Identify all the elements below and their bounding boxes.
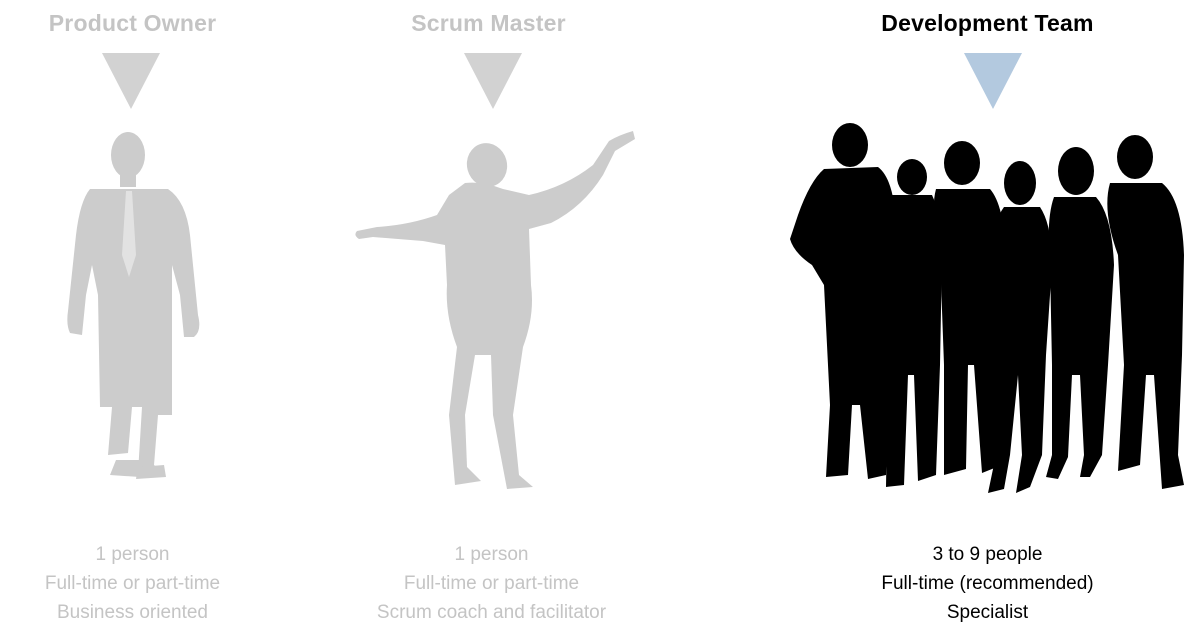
role-line: Scrum coach and facilitator	[376, 602, 607, 623]
role-product-owner: Product Owner 1 person Full-time or part…	[0, 0, 395, 631]
role-line: Specialist	[946, 602, 1029, 623]
role-title-development-team: Development Team	[881, 10, 1094, 36]
role-title-product-owner: Product Owner	[48, 10, 217, 36]
pointer-triangle-icon	[464, 53, 522, 109]
role-line: Full-time (recommended)	[881, 573, 1094, 594]
team-silhouette-icon	[790, 115, 1185, 505]
pointer-triangle-icon	[964, 53, 1022, 109]
role-description-product-owner: 1 person Full-time or part-time Business…	[0, 540, 330, 627]
role-line: Business oriented	[56, 602, 209, 623]
role-development-team: Development Team	[790, 0, 1185, 631]
businessman-silhouette-icon	[0, 115, 335, 505]
role-line: 1 person	[95, 544, 170, 565]
role-description-development-team: 3 to 9 people Full-time (recommended) Sp…	[790, 540, 1185, 627]
presenter-silhouette-icon	[297, 115, 692, 505]
role-line: Full-time or part-time	[403, 573, 580, 594]
presenter-silhouette-svg	[355, 131, 635, 489]
role-line: 1 person	[454, 544, 529, 565]
role-line: Full-time or part-time	[44, 573, 221, 594]
role-description-scrum-master: 1 person Full-time or part-time Scrum co…	[294, 540, 689, 627]
businessman-silhouette-svg	[67, 132, 200, 479]
role-title-scrum-master: Scrum Master	[411, 10, 566, 36]
pointer-triangle-icon	[102, 53, 160, 109]
role-line: 3 to 9 people	[932, 544, 1043, 565]
team-silhouette-svg	[790, 123, 1184, 493]
role-scrum-master: Scrum Master 1 person Full-time or part-…	[297, 0, 692, 631]
